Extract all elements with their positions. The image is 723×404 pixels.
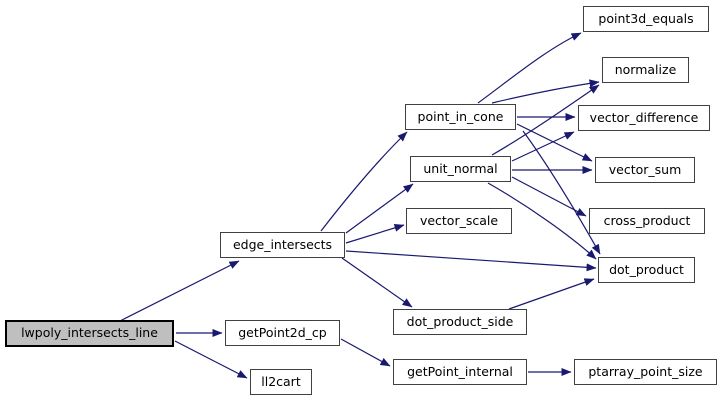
node-lwpoly_intersects_line[interactable]: lwpoly_intersects_line bbox=[5, 320, 174, 347]
node-unit_normal[interactable]: unit_normal bbox=[410, 156, 511, 182]
edge-lwpoly_intersects_line-to-edge_intersects bbox=[119, 260, 240, 322]
node-ptarray_point_size[interactable]: ptarray_point_size bbox=[574, 359, 717, 385]
edge-unit_normal-to-normalize bbox=[491, 84, 600, 156]
node-cross_product[interactable]: cross_product bbox=[589, 208, 705, 234]
node-vector_sum[interactable]: vector_sum bbox=[595, 157, 695, 183]
node-point3d_equals[interactable]: point3d_equals bbox=[583, 6, 709, 32]
edge-point_in_cone-to-vector_sum bbox=[516, 123, 593, 162]
edge-getPoint2d_cp-to-getPoint_internal bbox=[340, 338, 391, 367]
edge-lwpoly_intersects_line-to-ll2cart bbox=[174, 340, 248, 379]
edge-edge_intersects-to-dot_product bbox=[345, 250, 597, 272]
edge-unit_normal-to-dot_product bbox=[487, 182, 597, 260]
edge-point_in_cone-to-point3d_equals bbox=[477, 32, 582, 104]
node-point_in_cone[interactable]: point_in_cone bbox=[405, 104, 516, 130]
edge-unit_normal-to-cross_product bbox=[511, 176, 587, 217]
node-vector_scale[interactable]: vector_scale bbox=[406, 208, 512, 234]
edge-point_in_cone-to-dot_product bbox=[522, 130, 601, 255]
edge-dot_product_side-to-dot_product bbox=[508, 278, 595, 310]
edge-edge_intersects-to-point_in_cone bbox=[320, 131, 408, 232]
edge-unit_normal-to-vector_difference bbox=[511, 131, 575, 162]
edge-point_in_cone-to-normalize bbox=[491, 79, 600, 104]
node-edge_intersects[interactable]: edge_intersects bbox=[220, 232, 345, 258]
edge-edge_intersects-to-dot_product_side bbox=[341, 257, 413, 308]
node-getPoint2d_cp[interactable]: getPoint2d_cp bbox=[225, 320, 340, 346]
edge-edge_intersects-to-unit_normal bbox=[345, 183, 414, 234]
node-dot_product_side[interactable]: dot_product_side bbox=[393, 309, 527, 335]
node-normalize[interactable]: normalize bbox=[602, 57, 689, 83]
edge-edge_intersects-to-vector_scale bbox=[345, 223, 405, 244]
node-vector_difference[interactable]: vector_difference bbox=[578, 105, 710, 131]
node-dot_product[interactable]: dot_product bbox=[598, 257, 695, 283]
node-getPoint_internal[interactable]: getPoint_internal bbox=[393, 359, 527, 385]
node-ll2cart[interactable]: ll2cart bbox=[250, 369, 312, 395]
